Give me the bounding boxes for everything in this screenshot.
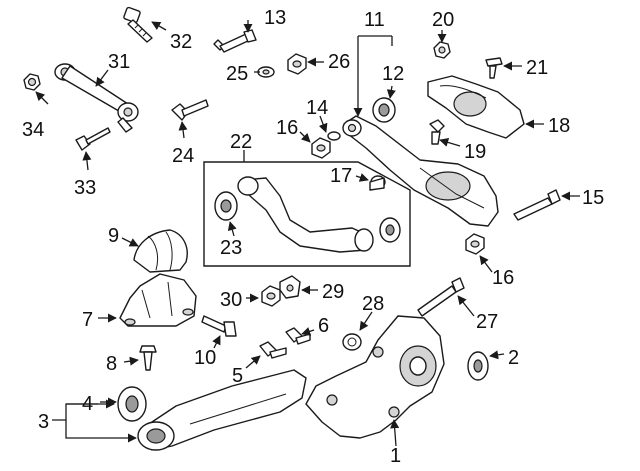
washer-25 — [257, 66, 275, 78]
bracket-18 — [427, 75, 525, 139]
seal-28 — [342, 333, 362, 351]
callout-16-upper: 16 — [276, 117, 298, 139]
callout-17: 17 — [330, 165, 352, 187]
callout-21: 21 — [526, 57, 548, 79]
nut-16-lower — [465, 233, 485, 255]
upper-link-31 — [54, 63, 139, 133]
bolt-17 — [369, 175, 386, 191]
callout-18: 18 — [548, 115, 570, 137]
callout-32: 32 — [170, 31, 192, 53]
callout-30: 30 — [220, 289, 242, 311]
callout-6: 6 — [318, 315, 329, 337]
clip-21 — [485, 57, 503, 79]
callout-31: 31 — [108, 51, 130, 73]
callout-29: 29 — [322, 281, 344, 303]
trailing-arm-3 — [137, 369, 307, 451]
callout-12: 12 — [382, 63, 404, 85]
nut-30 — [261, 285, 281, 307]
nut-34 — [23, 73, 41, 91]
callout-28: 28 — [362, 293, 384, 315]
bolt-24 — [171, 99, 209, 121]
callout-19: 19 — [464, 141, 486, 163]
callout-20: 20 — [432, 9, 454, 31]
callout-24: 24 — [172, 145, 194, 167]
nut-20 — [433, 41, 451, 59]
bolt-13 — [213, 29, 257, 53]
callout-34: 34 — [22, 119, 44, 141]
callout-14: 14 — [306, 97, 328, 119]
group-22-box — [203, 161, 411, 267]
leader-lines — [35, 20, 580, 447]
pin-8 — [139, 345, 157, 371]
bolt-15 — [513, 189, 561, 221]
bushing-2 — [467, 351, 489, 381]
clip-29 — [279, 275, 301, 299]
callout-1: 1 — [390, 445, 401, 467]
bushing-4 — [117, 386, 147, 422]
callout-9: 9 — [108, 225, 119, 247]
lower-arm-11 — [342, 115, 499, 227]
bolt-27 — [417, 277, 465, 317]
bolt-5 — [259, 341, 287, 359]
callout-33: 33 — [74, 177, 96, 199]
callout-27: 27 — [476, 311, 498, 333]
bushing-12 — [372, 97, 396, 123]
bolt-32 — [123, 6, 153, 43]
callout-11: 11 — [364, 9, 385, 31]
callout-23: 23 — [220, 237, 242, 259]
callout-16-lower: 16 — [492, 267, 514, 289]
callout-2: 2 — [508, 347, 519, 369]
cover-9 — [133, 229, 188, 273]
callout-26: 26 — [328, 51, 350, 73]
bolt-10 — [201, 315, 237, 337]
callout-8: 8 — [106, 353, 117, 375]
callout-labels: 1 2 3 4 5 6 7 8 9 10 11 12 13 14 15 16 1… — [22, 7, 604, 467]
callout-7: 7 — [82, 309, 93, 331]
callout-25: 25 — [226, 63, 248, 85]
bolt-6 — [285, 327, 311, 345]
bolt-33 — [75, 127, 111, 151]
callout-22: 22 — [230, 131, 252, 153]
callout-15: 15 — [582, 187, 604, 209]
washer-14 — [327, 131, 341, 141]
nut-16-upper — [311, 137, 331, 159]
knuckle-1 — [305, 315, 445, 439]
nut-26 — [287, 53, 307, 75]
callout-5: 5 — [232, 365, 243, 387]
upper-arm-23 — [214, 176, 401, 253]
callout-3: 3 — [38, 411, 49, 433]
callout-10: 10 — [194, 347, 216, 369]
bolt-19 — [429, 119, 445, 145]
callout-4: 4 — [82, 393, 93, 415]
callout-13: 13 — [264, 7, 286, 29]
bracket-7 — [119, 273, 197, 327]
